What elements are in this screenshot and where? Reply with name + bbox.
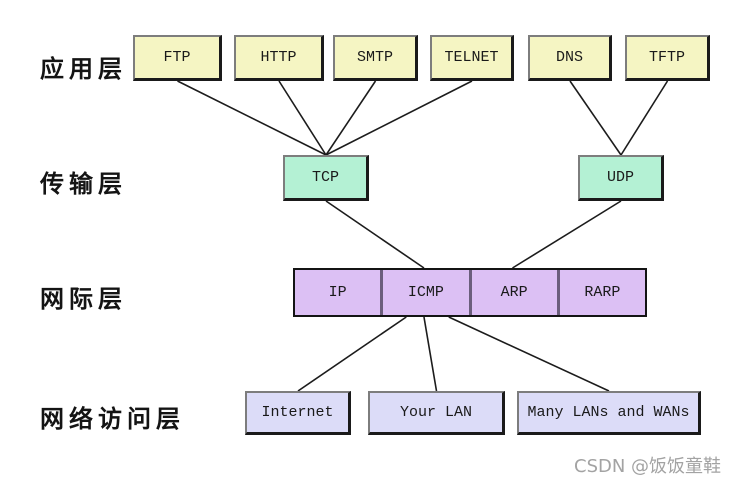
node-icmp: ICMP — [380, 270, 469, 315]
layer-label-network-access: 网络访问层 — [40, 405, 185, 433]
node-telnet: TELNET — [430, 35, 514, 81]
node-tcp: TCP — [283, 155, 369, 201]
layer-label-application: 应用层 — [40, 55, 127, 83]
node-many-lans-and-wans: Many LANs and WANs — [517, 391, 701, 435]
node-udp: UDP — [578, 155, 664, 201]
node-ftp: FTP — [133, 35, 222, 81]
node-ip: IP — [295, 270, 381, 315]
node-rarp: RARP — [556, 270, 645, 315]
node-dns: DNS — [528, 35, 612, 81]
layer-label-transport: 传输层 — [40, 170, 127, 198]
layer-label-internet: 网际层 — [40, 285, 127, 313]
internet-layer-row: IP ICMP ARP RARP — [293, 268, 647, 317]
node-http: HTTP — [234, 35, 324, 81]
node-smtp: SMTP — [333, 35, 418, 81]
node-arp: ARP — [468, 270, 557, 315]
node-your-lan: Your LAN — [368, 391, 505, 435]
node-internet: Internet — [245, 391, 351, 435]
csdn-watermark: CSDN @饭饭童鞋 — [574, 456, 722, 477]
node-tftp: TFTP — [625, 35, 710, 81]
